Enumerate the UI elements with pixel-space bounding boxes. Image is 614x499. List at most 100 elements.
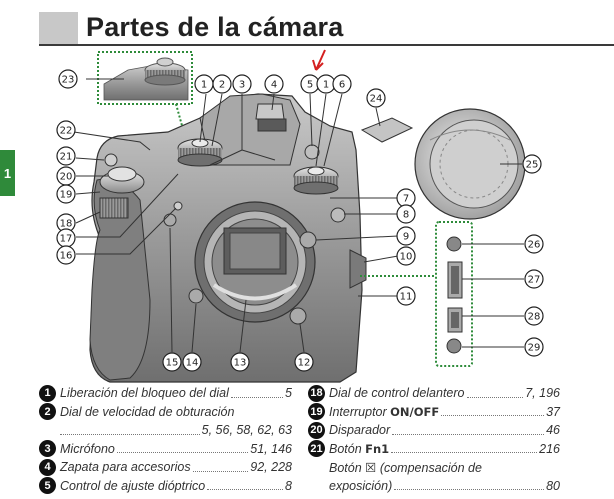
legend-row-21b-cont: exposición) 80 <box>308 477 560 496</box>
legend-label: Micrófono <box>60 441 115 456</box>
legend-pages: 216 <box>539 441 560 456</box>
legend-label: Zapata para accesorios <box>60 460 191 475</box>
legend-pages: 92, 228 <box>250 460 292 475</box>
svg-text:6: 6 <box>339 80 345 91</box>
callout-9: 9 <box>396 226 416 246</box>
legend-pages: 46 <box>546 423 560 438</box>
svg-text:22: 22 <box>60 126 73 137</box>
svg-text:18: 18 <box>60 219 73 230</box>
svg-text:4: 4 <box>271 80 277 91</box>
annotation-arrow <box>312 49 326 71</box>
legend-number: 20 <box>308 421 325 439</box>
callout-8: 8 <box>396 204 416 224</box>
legend-number: 2 <box>39 403 56 421</box>
leader-dots <box>392 433 545 435</box>
svg-text:17: 17 <box>60 234 73 245</box>
legend-left: 1 Liberación del bloqueo del dial 5 2 Di… <box>39 384 292 495</box>
legend-right: 18 Dial de control delantero 7, 196 19 I… <box>308 384 560 495</box>
callout-18: 18 <box>56 213 76 233</box>
callout-28: 28 <box>524 306 544 326</box>
legend-label: Botón ☒ (compensación de <box>329 460 482 475</box>
title-rule <box>39 44 614 46</box>
svg-text:23: 23 <box>62 75 75 86</box>
svg-text:7: 7 <box>403 194 409 205</box>
callout-26: 26 <box>524 234 544 254</box>
callout-3: 3 <box>232 74 252 94</box>
callout-1a: 1 <box>194 74 214 94</box>
legend-number: 3 <box>39 440 56 458</box>
svg-text:14: 14 <box>186 358 199 369</box>
leader-dots <box>466 396 524 398</box>
legend-label-text: Interruptor <box>329 404 391 419</box>
svg-text:21: 21 <box>60 152 73 163</box>
legend-row-21[interactable]: 21 Botón Fn1 216 <box>308 440 560 459</box>
callout-13: 13 <box>230 352 250 372</box>
svg-text:1: 1 <box>323 80 329 91</box>
svg-text:10: 10 <box>400 252 413 263</box>
camera-body <box>89 93 414 383</box>
svg-text:9: 9 <box>403 232 409 243</box>
legend-row-18[interactable]: 18 Dial de control delantero 7, 196 <box>308 384 560 403</box>
legend-label-text: Botón <box>329 441 366 456</box>
callout-7: 7 <box>396 188 416 208</box>
legend-row-21b[interactable]: Botón ☒ (compensación de <box>308 458 560 477</box>
svg-text:1: 1 <box>201 80 207 91</box>
callout-6: 6 <box>332 74 352 94</box>
legend-number: 19 <box>308 403 325 421</box>
legend-label: Botón Fn1 <box>329 442 389 456</box>
legend-row-19[interactable]: 19 Interruptor ON/OFF 37 <box>308 403 560 422</box>
callout-19: 19 <box>56 184 76 204</box>
legend-pages: 80 <box>546 478 560 493</box>
callout-15: 15 <box>162 352 182 372</box>
camera-diagram: 23 22 21 20 19 18 17 16 1 2 3 4 5 1 6 24… <box>56 49 544 383</box>
header-block <box>39 12 78 44</box>
legend-number: 21 <box>308 440 325 458</box>
leader-dots <box>60 433 200 435</box>
svg-text:13: 13 <box>234 358 247 369</box>
svg-text:29: 29 <box>528 343 541 354</box>
svg-text:5: 5 <box>307 80 313 91</box>
legend-pages: 7, 196 <box>525 386 560 401</box>
page-title: Partes de la cámara <box>86 12 344 42</box>
legend-number: 5 <box>39 477 56 495</box>
legend-row-2[interactable]: 2 Dial de velocidad de obturación <box>39 403 292 422</box>
legend-label: Liberación del bloqueo del dial <box>60 386 229 401</box>
callout-27: 27 <box>524 269 544 289</box>
callout-25: 25 <box>522 154 542 174</box>
chapter-tab[interactable]: 1 <box>0 150 15 196</box>
callout-1b: 1 <box>316 74 336 94</box>
legend-row-1[interactable]: 1 Liberación del bloqueo del dial 5 <box>39 384 292 403</box>
legend-label: Control de ajuste dióptrico <box>60 478 206 493</box>
callout-22: 22 <box>56 120 76 140</box>
svg-text:26: 26 <box>528 240 541 251</box>
callout-4: 4 <box>264 74 284 94</box>
legend-number: 1 <box>39 384 56 402</box>
inset-top-detail <box>97 51 193 141</box>
leader-dots <box>116 452 249 454</box>
svg-text:25: 25 <box>526 160 539 171</box>
legend-label: Disparador <box>329 423 391 438</box>
legend-row-5[interactable]: 5 Control de ajuste dióptrico 8 <box>39 477 292 496</box>
callout-2: 2 <box>212 74 232 94</box>
callout-20: 20 <box>56 166 76 186</box>
svg-text:15: 15 <box>166 358 179 369</box>
svg-text:2: 2 <box>219 80 225 91</box>
legend-pages: 51, 146 <box>250 441 292 456</box>
callout-10: 10 <box>396 246 416 266</box>
legend-row-3[interactable]: 3 Micrófono 51, 146 <box>39 440 292 459</box>
svg-text:19: 19 <box>60 190 73 201</box>
legend-label: Interruptor ON/OFF <box>329 405 439 419</box>
leader-dots <box>207 489 284 491</box>
legend-row-2-cont: 5, 56, 58, 62, 63 <box>39 421 292 440</box>
callout-21: 21 <box>56 146 76 166</box>
legend-label: Dial de control delantero <box>329 386 465 401</box>
callouts: 23 22 21 20 19 18 17 16 1 2 3 4 5 1 6 24… <box>56 69 544 372</box>
callout-11: 11 <box>396 286 416 306</box>
callout-29: 29 <box>524 337 544 357</box>
legend-row-20[interactable]: 20 Disparador 46 <box>308 421 560 440</box>
legend-label-keyword: Fn1 <box>365 441 390 456</box>
callout-16: 16 <box>56 245 76 265</box>
callout-17: 17 <box>56 228 76 248</box>
svg-text:28: 28 <box>528 312 541 323</box>
legend-row-4[interactable]: 4 Zapata para accesorios 92, 228 <box>39 458 292 477</box>
